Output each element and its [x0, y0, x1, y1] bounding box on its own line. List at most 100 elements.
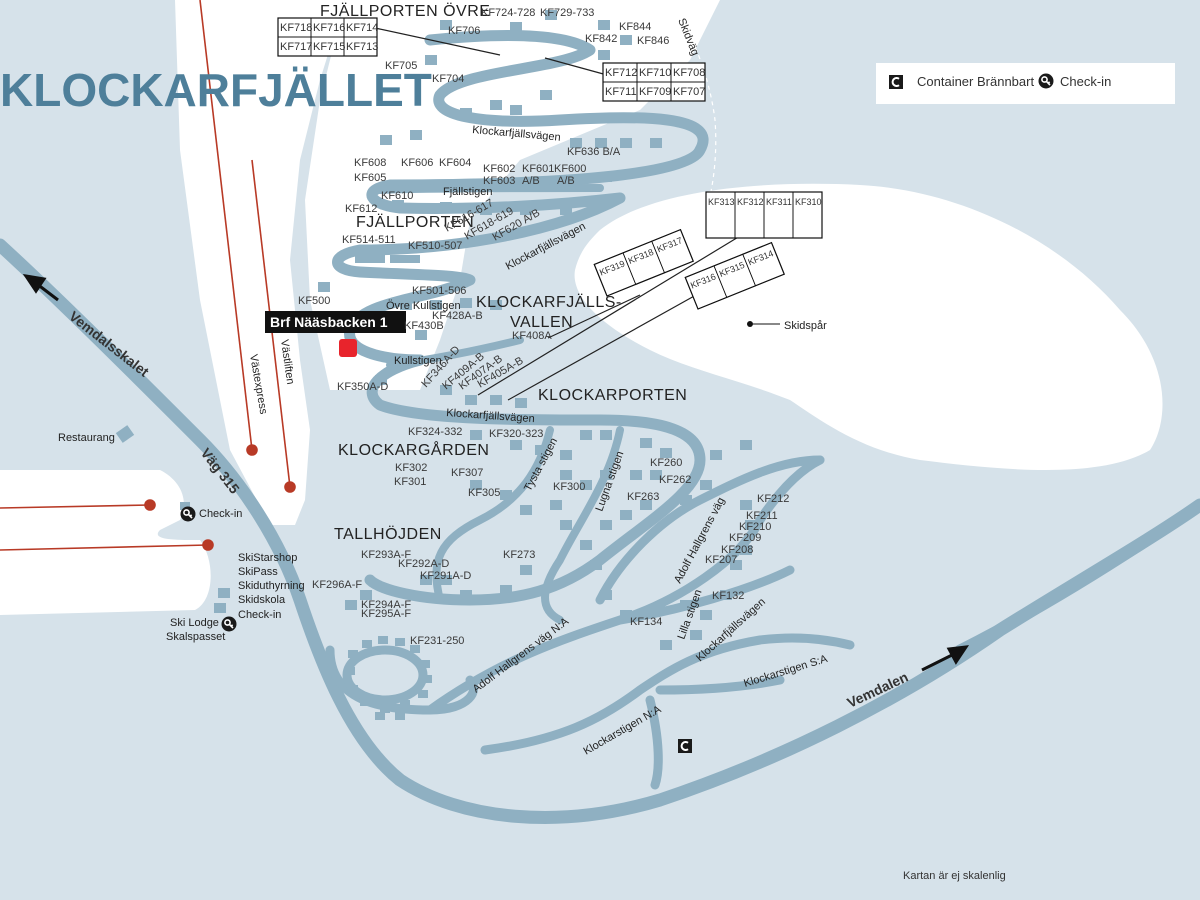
lot-label: KF500 — [298, 295, 330, 307]
ski-slope — [175, 0, 345, 525]
west-snow — [0, 470, 211, 615]
lot-grid-cell — [343, 36, 378, 57]
lot-label: KF300 — [553, 481, 585, 493]
lot-label: KF263 — [627, 491, 659, 503]
lot-grid-label: KF717 — [280, 41, 312, 53]
lot-label: KF612 — [345, 203, 377, 215]
lot-label: KF729-733 — [540, 7, 594, 19]
legend-checkin-label: Check-in — [1060, 74, 1111, 89]
lot-label: KF706 — [448, 25, 480, 37]
brf-naasbacken-label[interactable]: Brf Nääsbacken 1 — [265, 311, 406, 333]
footnote: Kartan är ej skalenlig — [903, 870, 1006, 882]
lot-label: KF636 B/A — [567, 146, 621, 158]
lot-grid-label: KF707 — [673, 86, 705, 98]
road-klockarfjallsvagen — [332, 30, 709, 606]
lot-label: KF273 — [503, 549, 535, 561]
service-checkin-lodge: Check-in — [238, 609, 281, 621]
area-labels: FJÄLLPORTEN ÖVRE FJÄLLPORTEN KLOCKARFJÄL… — [320, 2, 687, 543]
lot-label: KF209 — [729, 532, 761, 544]
area-klockarfjallsvallen-1: KLOCKARFJÄLLS- — [476, 293, 622, 311]
lot-label: KF262 — [659, 474, 691, 486]
area-klockarfjallsvallen-2: VALLEN — [510, 314, 573, 331]
container-icon — [677, 738, 693, 754]
roads — [0, 30, 1200, 824]
road-klockarstigen-sa — [645, 675, 785, 790]
lot-label: KF514-511 — [342, 234, 396, 246]
lot-label: KF301 — [394, 476, 426, 488]
lot-grid-label: KF711 — [605, 86, 637, 98]
lot-label: KF408A — [512, 330, 552, 342]
lot-label: KF605 — [354, 172, 386, 184]
lot-label: KF296A-F — [312, 579, 362, 591]
road-label-klockarstigen-sa: Klockarstigen S:A — [742, 653, 829, 690]
road-tysta-stigen — [432, 426, 554, 604]
lot-label: KF724-728 — [481, 7, 535, 19]
lot-label: KF608 — [354, 157, 386, 169]
road-label-skidspar: Skidspår — [784, 320, 827, 332]
lot-grid-cell — [792, 191, 823, 239]
lot-label: KF601 — [522, 163, 554, 175]
lot-label: KF510-507 — [408, 240, 462, 252]
road-label-vemdalsskalet: Vemdalsskalet — [66, 308, 152, 380]
lot-grid-label: KF712 — [605, 67, 637, 79]
lot-label: KF207 — [705, 554, 737, 566]
skidspar-field — [574, 183, 1163, 470]
road-label-ovre-kullstigen: Övre Kullstigen — [386, 300, 461, 312]
lot-label: KF704 — [432, 73, 464, 85]
lot-label: KF604 — [439, 157, 471, 169]
lot-label: KF350A-D — [337, 381, 388, 393]
lot-grid-label: KF708 — [673, 67, 705, 79]
checkin-icon — [220, 615, 238, 633]
svg-text:Brf Nääsbacken 1: Brf Nääsbacken 1 — [270, 314, 388, 330]
lot-grid-label: KF710 — [639, 67, 671, 79]
lot-label: A/B — [557, 175, 575, 187]
area-klockarporten: KLOCKARPORTEN — [538, 387, 687, 404]
lot-label: KF134 — [630, 616, 662, 628]
service-skiduthyrning: Skiduthyrning — [238, 580, 305, 592]
lot-label: KF320-323 — [489, 428, 543, 440]
lot-label: KF293A-F — [361, 549, 411, 561]
lot-label: KF705 — [385, 60, 417, 72]
lot-label: KF295A-F — [361, 608, 411, 620]
map-title: KLOCKARFJÄLLET — [0, 64, 432, 116]
lot-label: KF600 — [554, 163, 586, 175]
road-lugna-stigen — [541, 426, 624, 624]
legend-container-label: Container Brännbart — [917, 74, 1034, 89]
lot-label: KF603 — [483, 175, 515, 187]
lot-grid-label: KF312 — [737, 197, 764, 207]
lot-label: KF291A-D — [420, 570, 471, 582]
service-skalspasset: Skalspasset — [166, 631, 225, 643]
direction-arrows — [22, 273, 970, 672]
lot-label: KF231-250 — [410, 635, 464, 647]
lot-label: KF606 — [401, 157, 433, 169]
cable-lines — [374, 27, 741, 401]
services: Restaurang Check-in SkiStarshop SkiPass … — [58, 432, 693, 754]
brf-naasbacken-marker[interactable] — [339, 339, 357, 357]
lot-label: KF324-332 — [408, 426, 462, 438]
lot-label: KF501-506 — [412, 285, 466, 297]
lot-grid-label: KF313 — [708, 197, 735, 207]
tallhojden-ring — [342, 645, 428, 705]
lot-label: KF294A-F — [361, 599, 411, 611]
lot-label: KF842 — [585, 33, 617, 45]
container-icon — [888, 74, 904, 90]
lot-label: KF210 — [739, 521, 771, 533]
service-restaurang: Restaurang — [58, 432, 115, 444]
area-klockargarden: KLOCKARGÅRDEN — [338, 440, 489, 459]
road-adolf-hallgrens-vag — [425, 455, 825, 715]
lot-grid-label: KF713 — [346, 41, 378, 53]
legend: Container Brännbart Check-in — [876, 63, 1175, 104]
road-label-kullstigen: Kullstigen — [394, 355, 442, 367]
lot-grid-cell — [651, 229, 694, 274]
road-south-loop — [325, 645, 479, 715]
lot-grid-label: KF709 — [639, 86, 671, 98]
lot-label: KF307 — [451, 467, 483, 479]
service-skipass: SkiPass — [238, 566, 278, 578]
lot-label: KF428A-B — [432, 310, 483, 322]
service-checkin-west: Check-in — [199, 508, 242, 520]
lot-label: KF292A-D — [398, 558, 449, 570]
